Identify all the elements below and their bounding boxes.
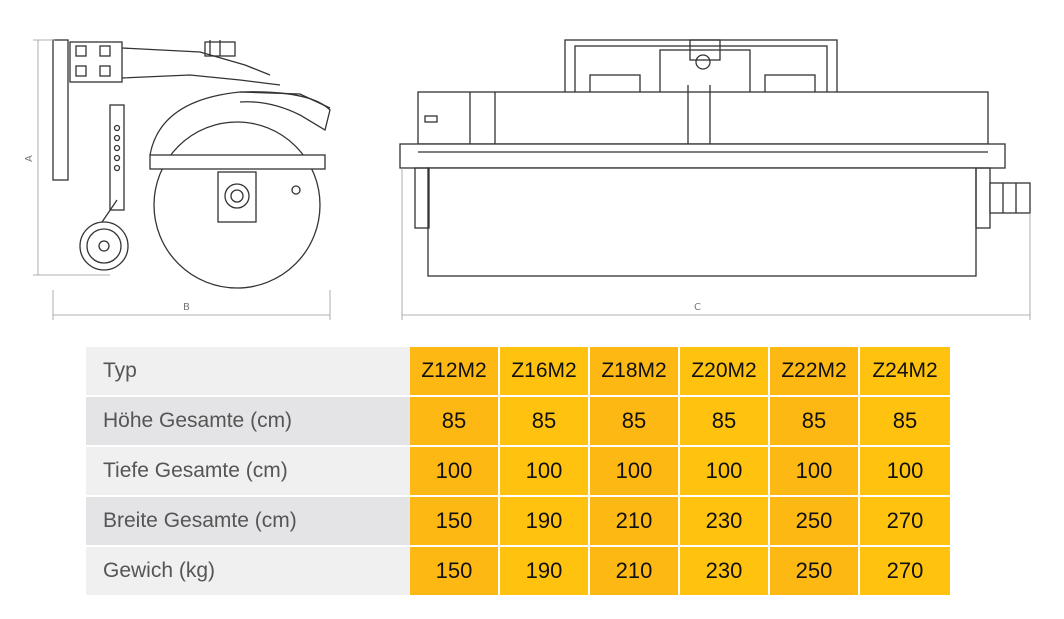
table-cell: 85 (860, 397, 950, 447)
table-cell: 85 (680, 397, 770, 447)
table-cell: 100 (680, 447, 770, 497)
table-row-width: Breite Gesamte (cm) 150 190 210 230 250 … (86, 497, 950, 547)
table-row-type: Typ Z12M2 Z16M2 Z18M2 Z20M2 Z22M2 Z24M2 (86, 347, 950, 397)
table-cell: 230 (680, 497, 770, 547)
table-row-height: Höhe Gesamte (cm) 85 85 85 85 85 85 (86, 397, 950, 447)
row-label: Breite Gesamte (cm) (86, 497, 410, 547)
table-cell: 210 (590, 547, 680, 597)
row-label: Gewich (kg) (86, 547, 410, 597)
table-cell: 190 (500, 547, 590, 597)
table-cell: 150 (410, 547, 500, 597)
table-cell: 85 (590, 397, 680, 447)
table-cell: 100 (590, 447, 680, 497)
table-cell: 85 (770, 397, 860, 447)
dimension-label-a: A (24, 155, 35, 162)
table-cell: 100 (860, 447, 950, 497)
cell-model: Z24M2 (860, 347, 950, 397)
dimension-lines-front (401, 168, 1031, 320)
table-cell: 190 (500, 497, 590, 547)
dimension-label-c: C (694, 302, 701, 313)
cell-model: Z12M2 (410, 347, 500, 397)
table-cell: 250 (770, 547, 860, 597)
table-row-weight: Gewich (kg) 150 190 210 230 250 270 (86, 547, 950, 597)
table-cell: 150 (410, 497, 500, 547)
table-cell: 250 (770, 497, 860, 547)
cell-model: Z16M2 (500, 347, 590, 397)
cell-model: Z20M2 (680, 347, 770, 397)
table-cell: 270 (860, 547, 950, 597)
table-cell: 85 (410, 397, 500, 447)
table-row-depth: Tiefe Gesamte (cm) 100 100 100 100 100 1… (86, 447, 950, 497)
table-cell: 100 (410, 447, 500, 497)
spec-table: Typ Z12M2 Z16M2 Z18M2 Z20M2 Z22M2 Z24M2 … (86, 347, 950, 597)
front-view-drawing (399, 39, 1031, 277)
row-label: Typ (86, 347, 410, 397)
side-view-drawing (52, 39, 331, 289)
dimension-label-b: B (183, 302, 190, 313)
table-cell: 230 (680, 547, 770, 597)
table-cell: 100 (770, 447, 860, 497)
cell-model: Z22M2 (770, 347, 860, 397)
table-cell: 85 (500, 397, 590, 447)
table-cell: 210 (590, 497, 680, 547)
dimension-lines-side (33, 39, 331, 320)
row-label: Tiefe Gesamte (cm) (86, 447, 410, 497)
cell-model: Z18M2 (590, 347, 680, 397)
row-label: Höhe Gesamte (cm) (86, 397, 410, 447)
technical-drawing: A B C (24, 39, 1031, 320)
table-cell: 270 (860, 497, 950, 547)
table-cell: 100 (500, 447, 590, 497)
